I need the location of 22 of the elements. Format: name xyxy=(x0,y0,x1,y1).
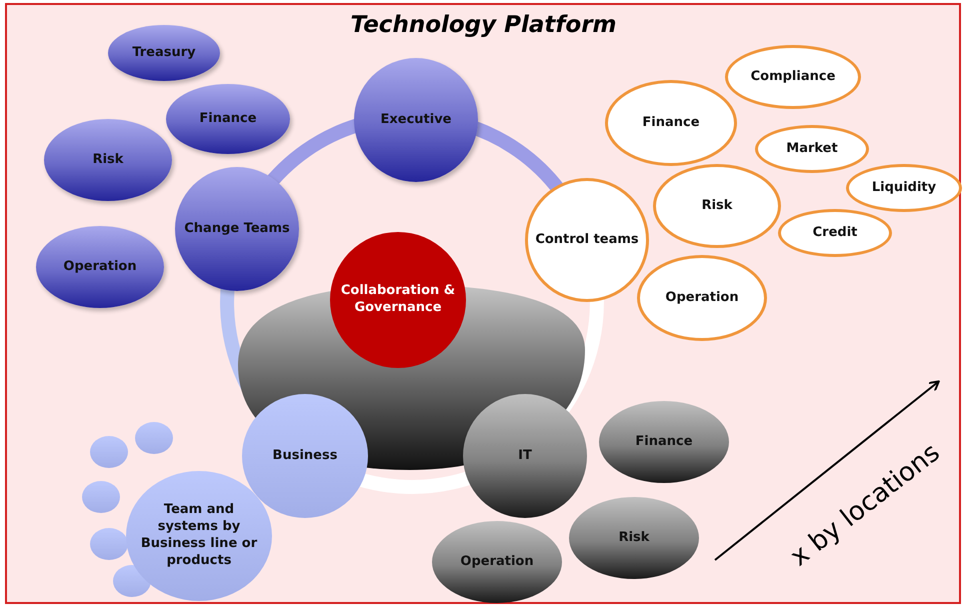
node-label: Collaboration & Governance xyxy=(340,283,456,317)
node-label: Operation xyxy=(460,554,534,570)
node-label: Finance xyxy=(199,110,257,128)
node-label: Operation xyxy=(665,290,739,306)
node-label: Treasury xyxy=(132,44,196,62)
node-label: Compliance xyxy=(750,68,836,86)
node-label: Market xyxy=(786,140,838,158)
node-label: Finance xyxy=(642,114,700,132)
node-label: Operation xyxy=(63,258,137,276)
node-label: Credit xyxy=(812,224,858,242)
node-label: Risk xyxy=(92,152,124,168)
node-label: Executive xyxy=(380,112,452,128)
node-label: Change Teams xyxy=(184,220,290,238)
node-label: Risk xyxy=(618,530,650,546)
node-label: Liquidity xyxy=(872,180,936,196)
node-label: Business xyxy=(272,448,338,464)
node-label: Team and systems by Business line or products xyxy=(140,502,258,570)
node-label: Finance xyxy=(635,434,693,450)
node-label: IT xyxy=(518,448,532,464)
title: Technology Platform xyxy=(349,12,618,38)
node-label: Control teams xyxy=(535,232,639,248)
node-label: Risk xyxy=(702,198,732,214)
